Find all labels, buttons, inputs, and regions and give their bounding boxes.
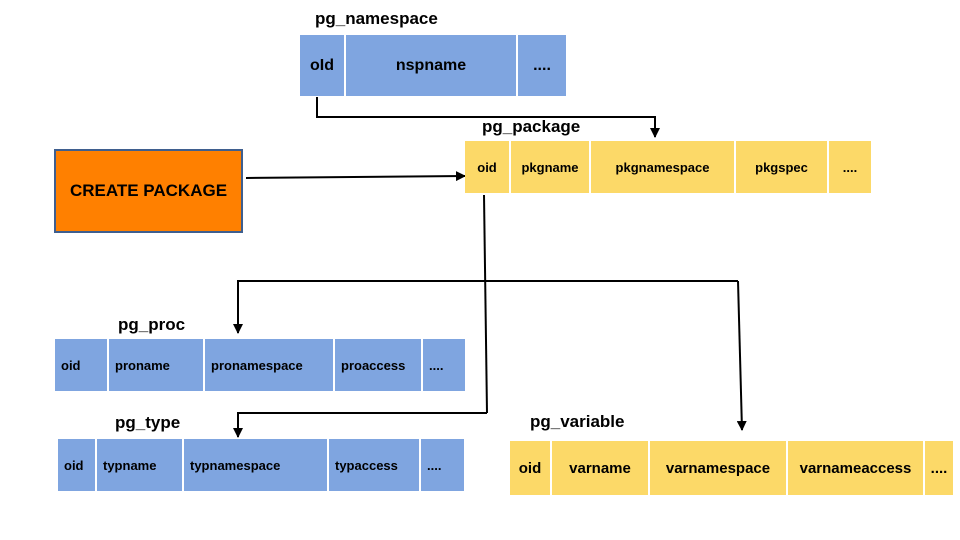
pg-type-title: pg_type: [115, 413, 181, 432]
pg-type-col-typnamespace: typnamespace: [182, 439, 327, 491]
pg-variable-col-varnamespace: varnamespace: [648, 441, 786, 495]
pg-variable-title: pg_variable: [530, 412, 625, 431]
pg-package-table: oid pkgname pkgnamespace pkgspec ....: [465, 141, 871, 193]
package-oid-trunk: [483, 194, 488, 414]
pg-variable-col-varnameaccess: varnameaccess: [786, 441, 923, 495]
pg-proc-col-more: ....: [421, 339, 465, 391]
pg-proc-col-pronamespace: pronamespace: [203, 339, 333, 391]
package-to-variable-arrow: [736, 280, 747, 431]
pg-namespace-col-oid: oId: [300, 35, 344, 96]
package-to-type-arrow: [233, 412, 487, 438]
pg-type-table: oid typname typnamespace typaccess ....: [58, 439, 464, 491]
pg-proc-col-oid: oid: [55, 339, 107, 391]
pg-variable-col-oid: oid: [510, 441, 550, 495]
pg-namespace-table: oId nspname ....: [300, 35, 566, 96]
pg-variable-col-varname: varname: [550, 441, 648, 495]
pg-package-col-pkgspec: pkgspec: [734, 141, 827, 193]
create-package-box: CREATE PACKAGE: [54, 149, 243, 233]
pg-proc-col-proname: proname: [107, 339, 203, 391]
package-to-proc-arrow: [233, 280, 738, 334]
pg-proc-title: pg_proc: [118, 315, 186, 334]
pg-variable-col-more: ....: [923, 441, 953, 495]
pg-type-col-typaccess: typaccess: [327, 439, 419, 491]
pg-namespace-col-more: ....: [516, 35, 566, 96]
pg-proc-col-proaccess: proaccess: [333, 339, 421, 391]
pg-package-col-oid: oid: [465, 141, 509, 193]
pg-type-col-typname: typname: [95, 439, 182, 491]
pg-package-col-pkgname: pkgname: [509, 141, 589, 193]
pg-namespace-title: pg_namespace: [315, 9, 438, 28]
namespace-to-package-arrow: [316, 97, 660, 138]
pg-proc-table: oid proname pronamespace proaccess ....: [55, 339, 465, 391]
pg-variable-table: oid varname varnamespace varnameaccess .…: [510, 441, 953, 495]
pg-package-title: pg_package: [482, 117, 581, 136]
pg-package-col-more: ....: [827, 141, 871, 193]
create-to-package-arrow: [245, 171, 466, 182]
pg-namespace-col-nspname: nspname: [344, 35, 516, 96]
pg-type-col-more: ....: [419, 439, 464, 491]
pg-package-col-pkgnamespace: pkgnamespace: [589, 141, 734, 193]
pg-type-col-oid: oid: [58, 439, 95, 491]
